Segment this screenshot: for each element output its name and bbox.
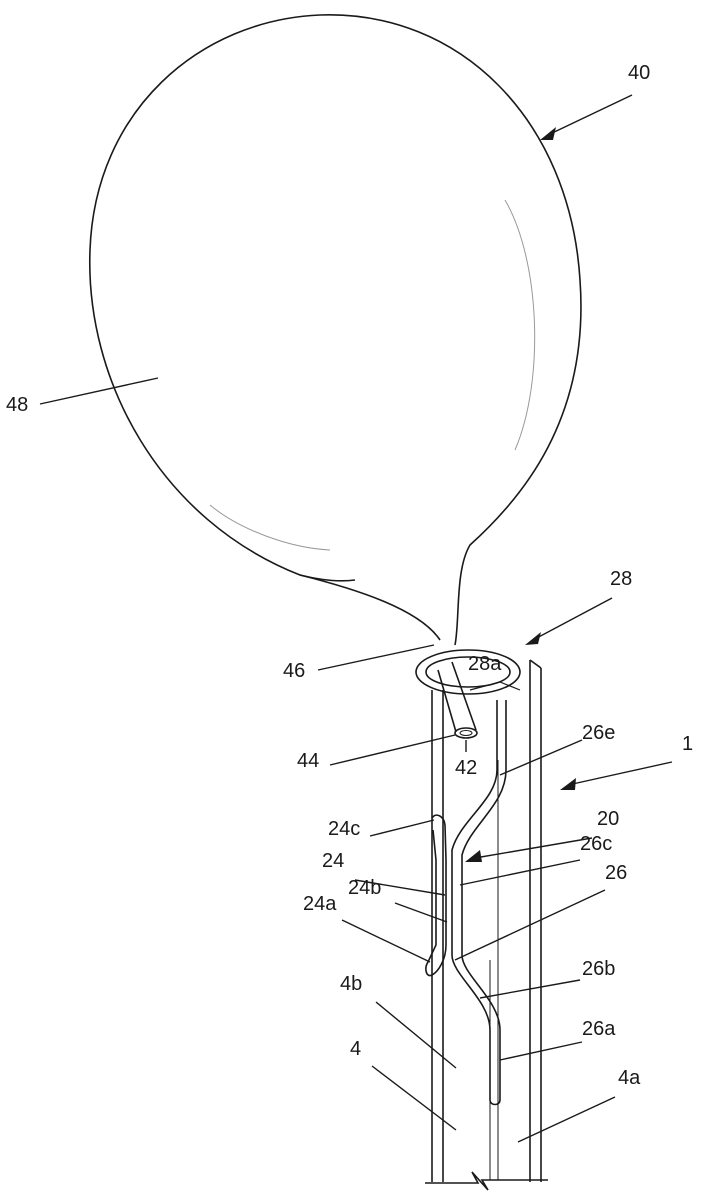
wire-26 [451,700,498,1100]
label-20: 20 [597,808,620,830]
balloon-highlight-lower [209,504,331,551]
balloon-highlight-right [504,199,536,451]
label-4a: 4a [618,1067,641,1089]
label-42: 42 [455,757,478,779]
label-4b: 4b [340,973,363,995]
label-24b: 24b [348,877,382,899]
tube-44 [437,661,477,733]
wire-24 [425,814,447,977]
label-26c: 26c [580,833,613,855]
label-4: 4 [350,1038,362,1060]
balloon-neck-shadow [299,574,356,582]
label-26: 26 [605,862,628,884]
label-48: 48 [6,394,29,416]
label-24a: 24a [303,893,337,915]
balloon-body [89,14,582,646]
arrowheads [465,127,576,862]
ring-28 [415,649,521,695]
label-40: 40 [628,62,651,84]
label-24c: 24c [328,818,361,840]
label-28: 28 [610,568,633,590]
opening-42 [454,727,478,739]
leader-lines [39,94,673,1143]
label-26b: 26b [582,958,616,980]
label-46: 46 [283,660,306,682]
label-26e: 26e [582,722,616,744]
ring-28-inner [425,656,511,688]
label-44: 44 [297,750,320,772]
label-1: 1 [682,733,694,755]
label-28a: 28a [468,653,502,675]
label-24: 24 [322,850,345,872]
label-26a: 26a [582,1018,616,1040]
